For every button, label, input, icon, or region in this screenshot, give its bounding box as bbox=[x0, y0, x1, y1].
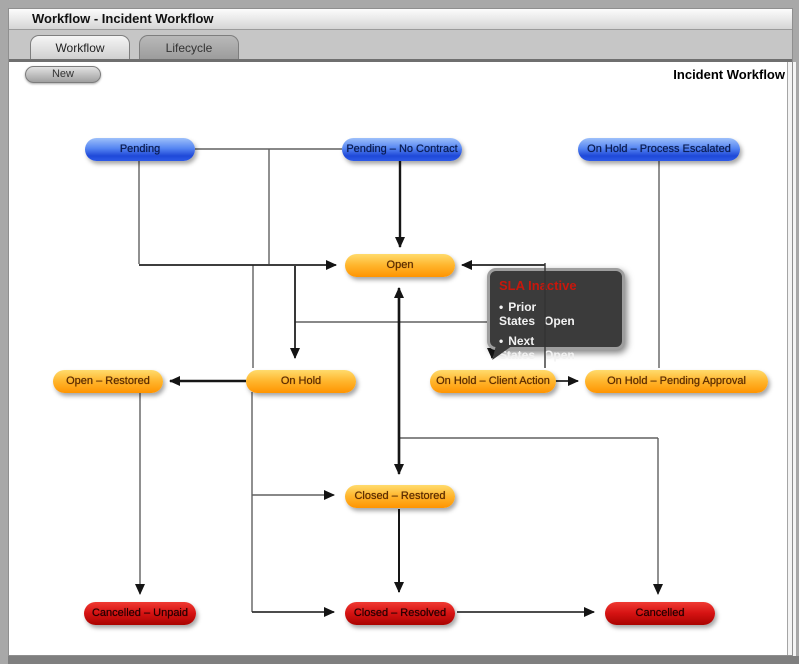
window-title: Workflow - Incident Workflow bbox=[32, 11, 214, 26]
prior-states-value: Open bbox=[544, 314, 575, 328]
state-node-open-restored[interactable]: Open – Restored bbox=[53, 370, 163, 393]
state-node-pending[interactable]: Pending bbox=[85, 138, 195, 161]
tab-strip: Workflow Lifecycle bbox=[8, 30, 793, 59]
prior-states-label: Prior States bbox=[499, 300, 537, 328]
workflow-canvas bbox=[8, 62, 787, 656]
state-node-pending-no-contract[interactable]: Pending – No Contract bbox=[342, 138, 462, 161]
bullet-icon: • bbox=[499, 300, 504, 314]
state-node-cancelled[interactable]: Cancelled bbox=[605, 602, 715, 625]
new-button[interactable]: New bbox=[25, 66, 101, 83]
window-titlebar: Workflow - Incident Workflow bbox=[8, 8, 793, 30]
vertical-scrollbar[interactable] bbox=[787, 62, 797, 656]
sla-tooltip-title: SLA Inactive bbox=[499, 278, 577, 293]
bullet-icon: • bbox=[499, 334, 504, 348]
state-node-on-hold-pending-approval[interactable]: On Hold – Pending Approval bbox=[585, 370, 768, 393]
state-node-cancelled-unpaid[interactable]: Cancelled – Unpaid bbox=[84, 602, 196, 625]
tab-workflow[interactable]: Workflow bbox=[30, 35, 130, 59]
state-node-on-hold-client-action[interactable]: On Hold – Client Action bbox=[430, 370, 556, 393]
next-states-value: Open bbox=[544, 348, 575, 362]
tab-lifecycle[interactable]: Lifecycle bbox=[139, 35, 239, 59]
state-node-closed-resolved[interactable]: Closed – Resolved bbox=[345, 602, 455, 625]
window-bottom-edge bbox=[8, 656, 799, 664]
state-node-open[interactable]: Open bbox=[345, 254, 455, 277]
next-states-label: Next States bbox=[499, 334, 536, 362]
tab-divider bbox=[8, 59, 793, 62]
page-title: Incident Workflow bbox=[673, 67, 785, 82]
state-node-closed-restored[interactable]: Closed – Restored bbox=[345, 485, 455, 508]
state-node-on-hold-process-escalated[interactable]: On Hold – Process Escalated bbox=[578, 138, 740, 161]
state-node-on-hold[interactable]: On Hold bbox=[246, 370, 356, 393]
